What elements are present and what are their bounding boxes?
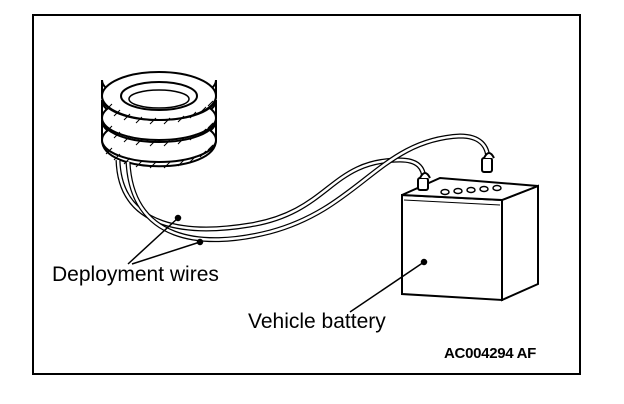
deployment-wires-label: Deployment wires — [52, 263, 219, 286]
tire-stack-illustration — [101, 71, 217, 169]
figure-code: AC004294 AF — [444, 345, 537, 362]
vehicle-battery-label: Vehicle battery — [248, 310, 386, 333]
car-battery-illustration — [401, 152, 539, 302]
deployment-wires — [115, 133, 491, 243]
figure-frame — [32, 14, 581, 375]
leader-lines — [127, 214, 428, 313]
